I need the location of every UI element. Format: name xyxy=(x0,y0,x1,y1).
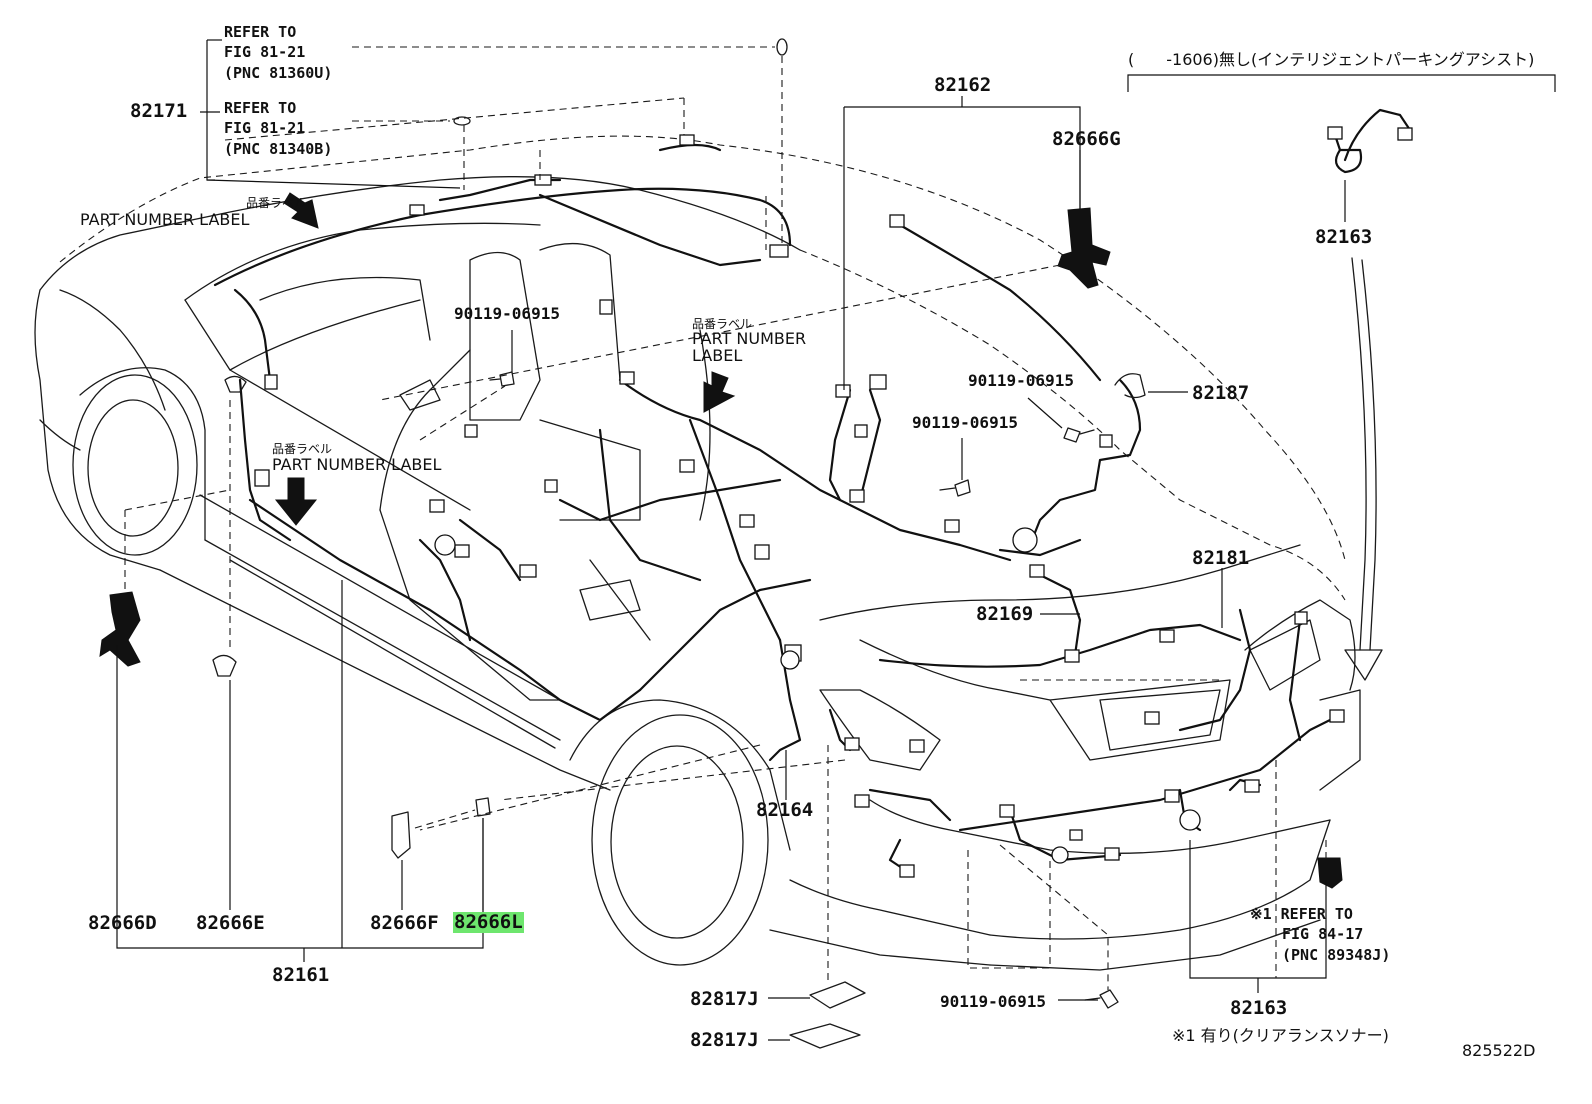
part-number-label-2-line1: PART NUMBER xyxy=(692,329,807,348)
callout-82163-bottom[interactable]: 82163 xyxy=(1230,997,1288,1019)
callout-82161[interactable]: 82161 xyxy=(272,964,330,986)
ref-line: REFER TO xyxy=(224,23,297,41)
ref-line: FIG 81-21 xyxy=(224,43,306,62)
part-number-label-1: PART NUMBER LABEL xyxy=(80,210,250,229)
callout-82666L-highlighted[interactable]: 82666L xyxy=(453,911,524,933)
fasteners xyxy=(99,38,1383,1049)
callout-82817J-b[interactable]: 82817J xyxy=(690,1029,759,1051)
reference-note-81340B: REFER TO FIG 81-21 (PNC 81340B) xyxy=(224,98,332,159)
callout-82666F[interactable]: 82666F xyxy=(370,912,439,934)
callout-bolt-90119-a[interactable]: 90119-06915 xyxy=(454,304,560,323)
note-without-parking-assist: ( -1606)無し(インテリジェントパーキングアシスト) xyxy=(1128,50,1535,69)
callout-82817J-a[interactable]: 82817J xyxy=(690,988,759,1010)
callout-82666E[interactable]: 82666E xyxy=(196,912,265,934)
callout-bolt-90119-d[interactable]: 90119-06915 xyxy=(940,992,1046,1011)
part-number-label-3: PART NUMBER LABEL xyxy=(272,455,442,474)
callout-82163-top[interactable]: 82163 xyxy=(1315,226,1373,248)
note-with-clearance-sonar: ※1 有り(クリアランスソナー) xyxy=(1172,1026,1389,1045)
callout-bolt-90119-b[interactable]: 90119-06915 xyxy=(968,371,1074,390)
wire-harnesses xyxy=(213,108,1412,872)
callout-82162[interactable]: 82162 xyxy=(934,74,992,96)
leader-lines xyxy=(116,39,1556,1041)
part-number-label-jp: 品番ラベル xyxy=(246,196,307,210)
reference-note-89348J: ※1 REFER TO FIG 84-17 (PNC 89348J) xyxy=(1250,904,1390,965)
figure-id: 825522D xyxy=(1462,1041,1536,1060)
part-number-label-2-line2: LABEL xyxy=(692,345,743,365)
callout-82666G[interactable]: 82666G xyxy=(1052,128,1121,150)
callout-82666D[interactable]: 82666D xyxy=(88,912,157,934)
callout-82169[interactable]: 82169 xyxy=(976,603,1034,625)
car-body-outline xyxy=(34,135,1361,971)
callout-82164[interactable]: 82164 xyxy=(756,799,814,821)
part-number-label-2: PART NUMBER LABEL xyxy=(692,329,807,365)
callout-bolt-90119-c[interactable]: 90119-06915 xyxy=(912,413,1018,432)
callout-82171[interactable]: 82171 xyxy=(130,100,188,122)
connectors xyxy=(254,126,1413,878)
ref-line: FIG 84-17 xyxy=(1282,925,1364,944)
ref-line: (PNC 89348J) xyxy=(1282,945,1391,964)
callout-82187[interactable]: 82187 xyxy=(1192,382,1250,404)
part-number-label-jp: 品番ラベル xyxy=(272,442,333,456)
ref-line: FIG 81-21 xyxy=(224,119,306,138)
ref-line: REFER TO xyxy=(224,99,297,117)
ref-line: (PNC 81360U) xyxy=(224,63,333,82)
callout-82181[interactable]: 82181 xyxy=(1192,547,1250,569)
reference-note-81360U: REFER TO FIG 81-21 (PNC 81360U) xyxy=(224,22,332,83)
ref-line: (PNC 81340B) xyxy=(224,139,333,158)
part-number-label-jp: 品番ラベル xyxy=(692,317,753,331)
ref-line: ※1 REFER TO xyxy=(1250,905,1353,923)
